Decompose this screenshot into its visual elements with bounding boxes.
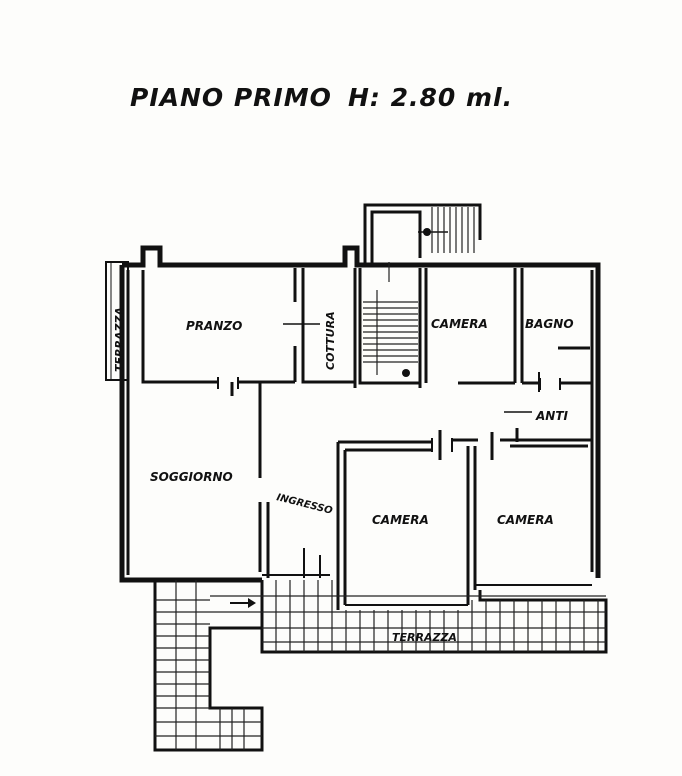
exterior-stair-treads <box>155 580 262 750</box>
interior-stair-treads <box>363 262 418 375</box>
room-label-camera-right: CAMERA <box>497 513 554 527</box>
interior-walls <box>141 268 599 610</box>
plan-title: PIANO PRIMO <box>130 83 332 112</box>
room-label-pranzo: PRANZO <box>186 319 242 333</box>
room-label-terrazza-left: TERRAZZA <box>113 307 126 372</box>
room-label-anti: ANTI <box>535 409 569 423</box>
room-label-terrazza-bottom: TERRAZZA <box>392 631 457 644</box>
room-label-bagno: BAGNO <box>525 317 574 331</box>
bottom-terrace <box>260 580 608 654</box>
room-label-camera-center: CAMERA <box>372 513 429 527</box>
stair-marker-dot <box>402 369 410 377</box>
entry-arrow <box>230 598 256 608</box>
room-label-soggiorno: SOGGIORNO <box>150 470 233 484</box>
exterior-stair <box>153 580 264 752</box>
height-label: H: 2.80 ml. <box>348 83 513 112</box>
top-stair-landing <box>363 203 482 265</box>
bottom-terrace-tiles <box>262 580 606 652</box>
top-stair-treads <box>431 207 475 253</box>
room-label-camera-top: CAMERA <box>431 317 488 331</box>
door-marks <box>217 377 561 578</box>
room-label-ingresso: INGRESSO <box>275 492 334 517</box>
room-label-cottura: COTTURA <box>324 311 337 370</box>
left-terrace <box>105 261 129 381</box>
